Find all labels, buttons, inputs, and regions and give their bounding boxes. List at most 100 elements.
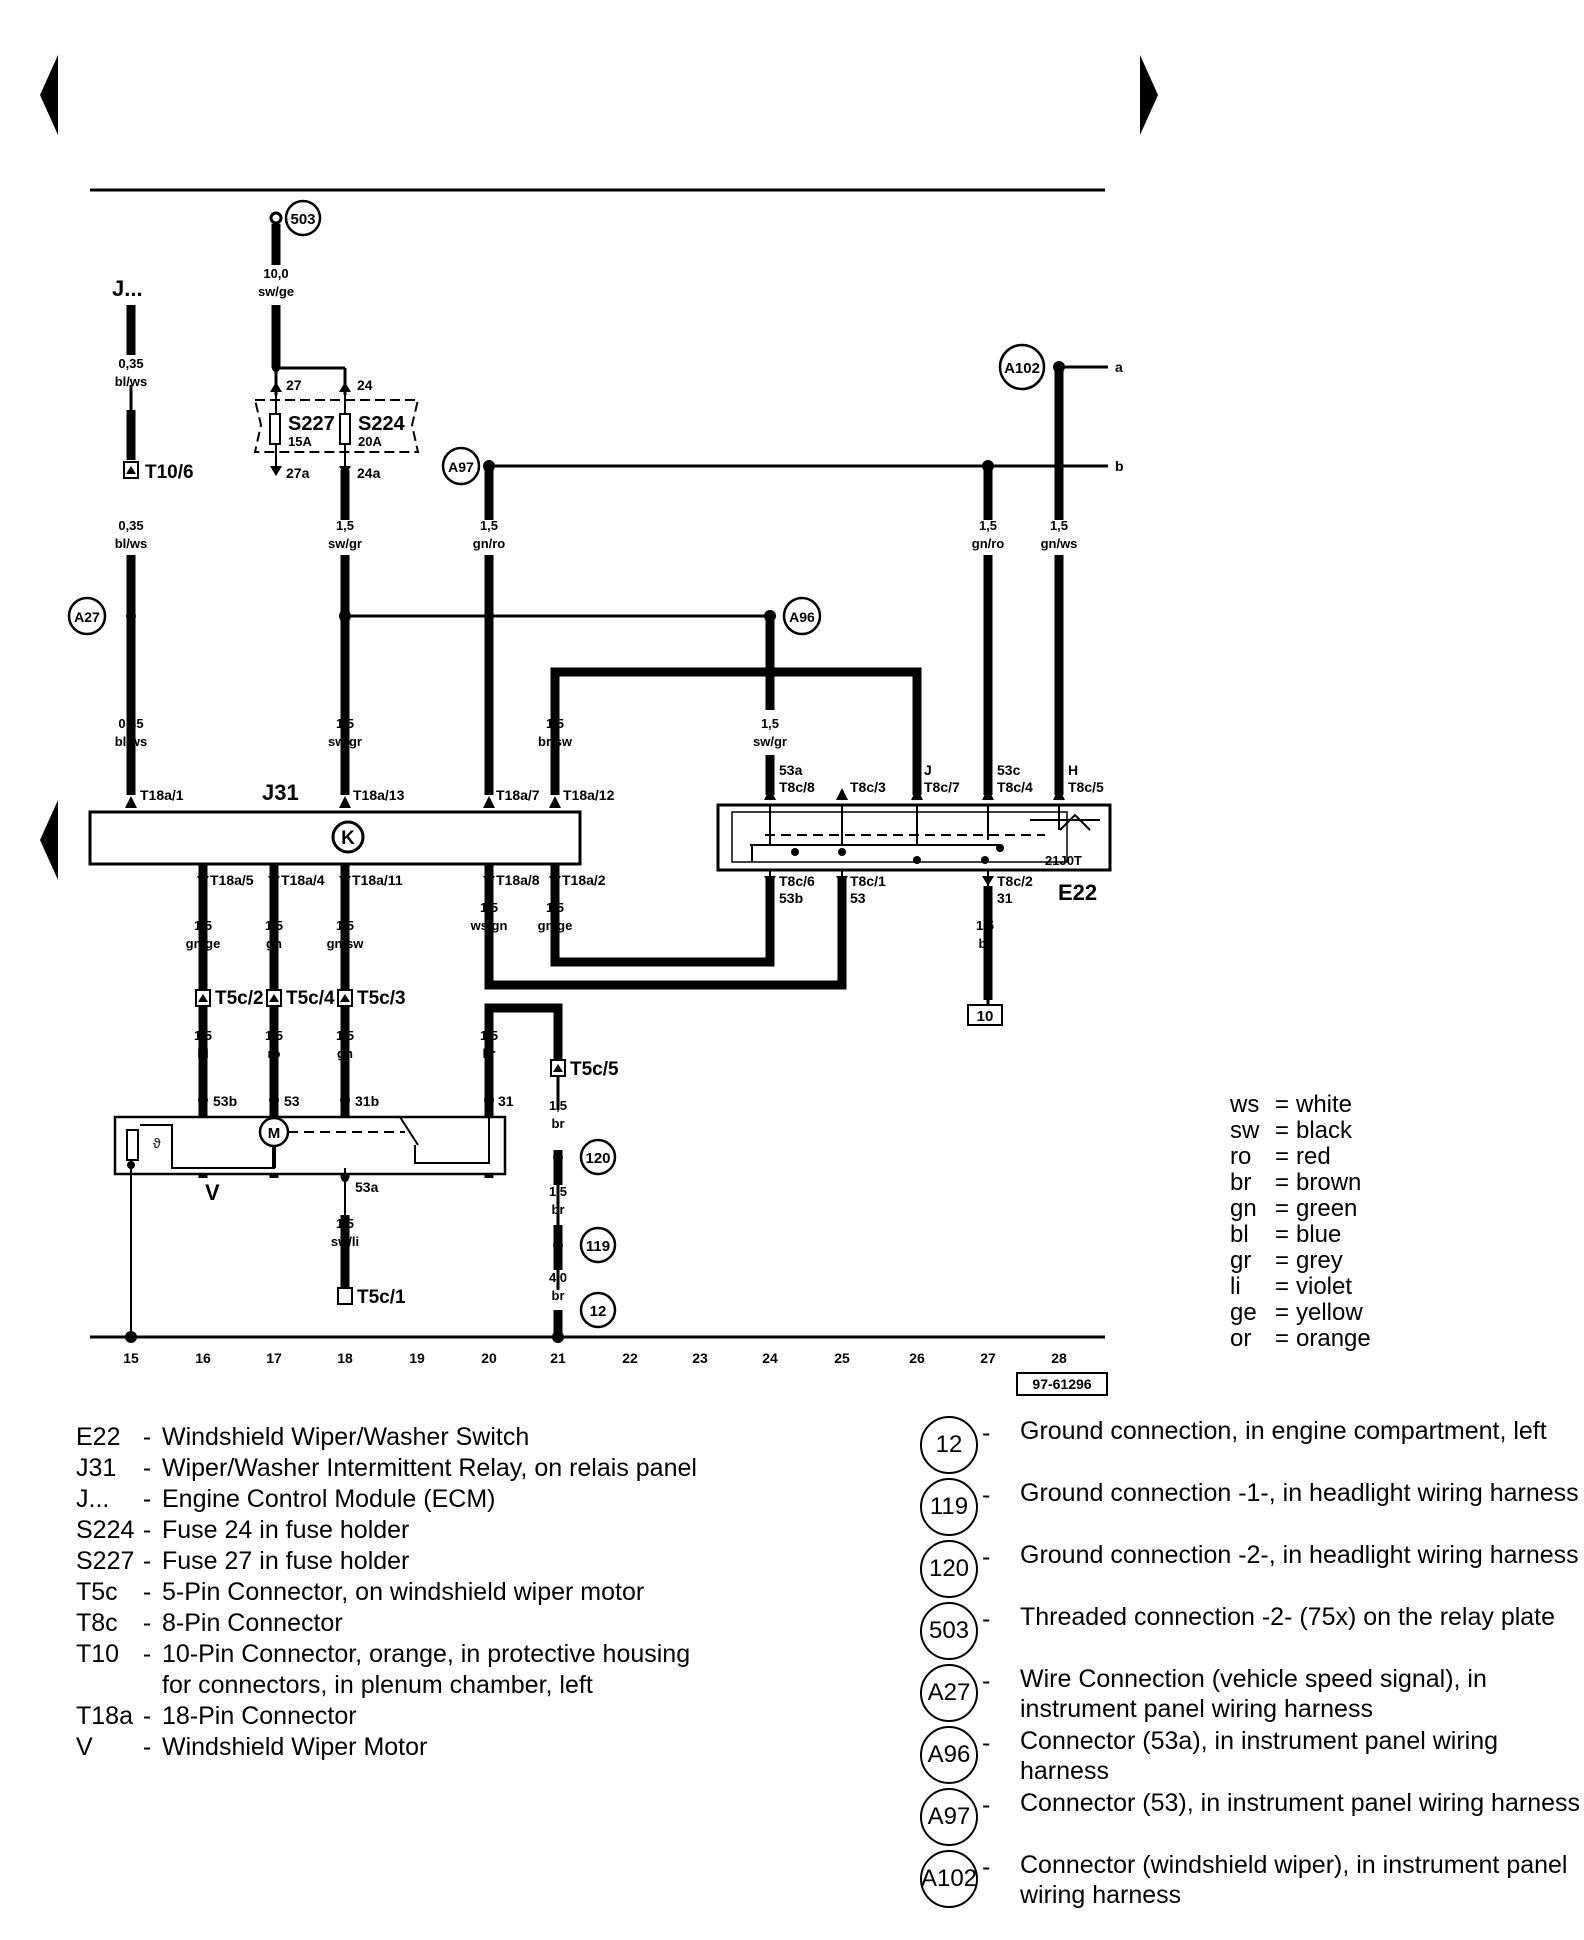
svg-text:sw/gr: sw/gr (328, 536, 362, 551)
svg-text:T8c/5: T8c/5 (1068, 779, 1104, 795)
svg-text:br: br (552, 1288, 565, 1303)
legend-item: E22-Windshield Wiper/Washer Switch (76, 1423, 530, 1451)
svg-text:br: br (552, 1202, 565, 1217)
svg-text:0,35: 0,35 (118, 356, 143, 371)
svg-text:T5c/2: T5c/2 (215, 988, 264, 1009)
svg-text:26: 26 (909, 1350, 925, 1366)
svg-text:T18a/7: T18a/7 (496, 787, 540, 803)
svg-text:10: 10 (977, 1008, 994, 1025)
next-page-arrow-icon[interactable] (1140, 55, 1158, 135)
prev-page-arrow-icon[interactable] (40, 55, 58, 135)
svg-text:1,5: 1,5 (1050, 518, 1068, 533)
svg-text:27: 27 (980, 1350, 996, 1366)
svg-text:21J0T: 21J0T (1045, 853, 1082, 868)
svg-text:gn/ro: gn/ro (473, 536, 506, 551)
legend-item: A96-Connector (53a), in instrument panel… (920, 1726, 1570, 1788)
svg-text:M: M (268, 1125, 281, 1142)
svg-text:1,5: 1,5 (194, 918, 212, 933)
svg-text:10,0: 10,0 (263, 266, 288, 281)
svg-text:br: br (552, 1116, 565, 1131)
svg-text:gn/sw: gn/sw (327, 936, 365, 951)
legend-item: 12-Ground connection, in engine compartm… (920, 1416, 1570, 1478)
svg-text:27: 27 (286, 377, 302, 393)
svg-text:53b: 53b (213, 1093, 237, 1109)
svg-text:23: 23 (692, 1350, 708, 1366)
svg-text:1,5: 1,5 (546, 716, 564, 731)
circle-120: 120 (579, 1138, 617, 1176)
svg-text:bl/ws: bl/ws (115, 734, 148, 749)
wiring-diagram: 503 A102 A97 A27 (40, 55, 1158, 1396)
svg-text:ws/gn: ws/gn (470, 918, 508, 933)
svg-text:12: 12 (590, 1303, 607, 1320)
svg-text:24: 24 (357, 377, 373, 393)
svg-text:503: 503 (290, 211, 315, 228)
svg-text:17: 17 (266, 1350, 282, 1366)
svg-text:27a: 27a (286, 465, 310, 481)
svg-text:1,5: 1,5 (546, 900, 564, 915)
svg-text:T18a/2: T18a/2 (562, 872, 606, 888)
svg-text:1,5: 1,5 (265, 1028, 283, 1043)
svg-text:A96: A96 (789, 609, 815, 625)
svg-text:A27: A27 (74, 609, 100, 625)
circle-503: 503 (284, 199, 322, 237)
svg-text:T8c/3: T8c/3 (850, 779, 886, 795)
svg-text:120: 120 (585, 1150, 610, 1167)
svg-text:sw/gr: sw/gr (753, 734, 787, 749)
svg-text:H: H (1068, 762, 1078, 778)
svg-text:T18a/11: T18a/11 (352, 872, 403, 888)
svg-text:18: 18 (337, 1350, 353, 1366)
svg-text:T5c/4: T5c/4 (286, 988, 335, 1009)
svg-text:T5c/5: T5c/5 (570, 1059, 619, 1080)
svg-text:gn/ge: gn/ge (538, 918, 573, 933)
svg-text:T8c/6: T8c/6 (779, 873, 815, 889)
svg-text:gn: gn (266, 936, 282, 951)
svg-text:1,5: 1,5 (265, 918, 283, 933)
svg-text:gn: gn (337, 1046, 353, 1061)
svg-text:1,5: 1,5 (979, 518, 997, 533)
svg-text:bl/ws: bl/ws (115, 536, 148, 551)
circle-a97: A97 (441, 446, 481, 486)
svg-text:T5c/3: T5c/3 (357, 988, 406, 1009)
circle-a102: A102 (998, 343, 1046, 391)
svg-text:T5c/1: T5c/1 (357, 1287, 406, 1308)
ground-box-10 (967, 1004, 1003, 1026)
legend-item: 120-Ground connection -2-, in headlight … (920, 1540, 1579, 1602)
svg-text:31: 31 (997, 890, 1013, 906)
svg-text:1,5: 1,5 (336, 918, 354, 933)
legend-item: A27-Wire Connection (vehicle speed signa… (920, 1664, 1570, 1726)
label-s224: S224 (358, 413, 406, 435)
svg-text:1,5: 1,5 (480, 900, 498, 915)
legend-item: J...-Engine Control Module (ECM) (76, 1485, 496, 1513)
legend-item: S224-Fuse 24 in fuse holder (76, 1516, 410, 1544)
circle-12: 12 (579, 1291, 617, 1329)
svg-text:bl: bl (197, 1046, 209, 1061)
svg-text:T18a/8: T18a/8 (496, 872, 540, 888)
svg-text:br/sw: br/sw (538, 734, 573, 749)
component-legend: E22-Windshield Wiper/Washer Switch J31-W… (76, 1422, 756, 1763)
label-e22: E22 (1058, 880, 1097, 905)
svg-text:24: 24 (762, 1350, 778, 1366)
svg-text:A97: A97 (448, 459, 474, 475)
svg-text:1,5: 1,5 (761, 716, 779, 731)
svg-text:19: 19 (409, 1350, 425, 1366)
svg-text:K: K (341, 828, 355, 849)
svg-text:A102: A102 (1004, 360, 1040, 377)
continue-left-arrow-icon[interactable] (40, 800, 58, 880)
legend-item: A102-Connector (windshield wiper), in in… (920, 1850, 1568, 1909)
fuse-holder (253, 399, 420, 453)
svg-text:gn/ro: gn/ro (972, 536, 1005, 551)
svg-text:1,5: 1,5 (336, 1028, 354, 1043)
legend-item: V-Windshield Wiper Motor (76, 1733, 428, 1761)
svg-text:15A: 15A (288, 434, 312, 449)
legend-item: 119-Ground connection -1-, in headlight … (920, 1478, 1579, 1540)
svg-text:ro: ro (268, 1046, 281, 1061)
svg-text:4,0: 4,0 (549, 1270, 567, 1285)
svg-text:T8c/4: T8c/4 (997, 779, 1033, 795)
circle-a27: A27 (67, 596, 107, 636)
svg-text:sw/li: sw/li (331, 1234, 359, 1249)
svg-text:0,35: 0,35 (118, 716, 143, 731)
circle-119: 119 (579, 1226, 617, 1264)
label-v: V (205, 1180, 220, 1205)
svg-text:25: 25 (834, 1350, 850, 1366)
legend-item: J31-Wiper/Washer Intermittent Relay, on … (76, 1454, 697, 1482)
